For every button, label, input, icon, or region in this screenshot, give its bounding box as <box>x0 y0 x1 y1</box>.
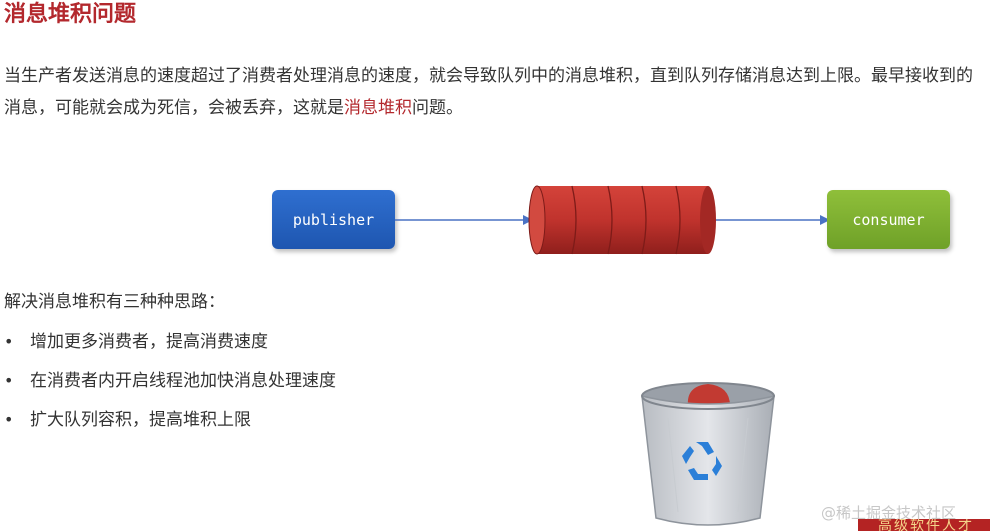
bullet-icon: • <box>4 410 14 429</box>
list-item-text: 在消费者内开启线程池加快消息处理速度 <box>30 371 336 391</box>
publisher-box: publisher <box>272 190 395 249</box>
bottom-banner: 高级软件人才 <box>858 519 990 531</box>
solutions-list: • 增加更多消费者，提高消费速度 • 在消费者内开启线程池加快消息处理速度 • 扩大队… <box>4 328 336 445</box>
page-title: 消息堆积问题 <box>4 2 137 27</box>
bottom-banner-text: 高级软件人才 <box>878 519 974 531</box>
arrow-queue-to-consumer <box>716 215 830 225</box>
watermark: @稀土掘金技术社区 <box>821 504 957 522</box>
intro-text-part2: 问题。 <box>412 98 463 118</box>
intro-text-part1: 当生产者发送消息的速度超过了消费者处理消息的速度，就会导致队列中的消息堆积，直到… <box>4 66 973 118</box>
list-item-text: 增加更多消费者，提高消费速度 <box>30 332 268 352</box>
list-item-text: 扩大队列容积，提高堆积上限 <box>30 410 251 430</box>
bullet-icon: • <box>4 371 14 390</box>
list-item: • 扩大队列容积，提高堆积上限 <box>4 406 336 445</box>
consumer-box: consumer <box>827 190 950 249</box>
bullet-icon: • <box>4 332 14 351</box>
list-item: • 增加更多消费者，提高消费速度 <box>4 328 336 367</box>
recycle-bin-icon <box>641 382 775 526</box>
solutions-heading: 解决消息堆积有三种种思路： <box>4 292 225 312</box>
intro-highlight: 消息堆积 <box>344 98 412 118</box>
list-item: • 在消费者内开启线程池加快消息处理速度 <box>4 367 336 406</box>
arrow-publisher-to-queue <box>395 215 533 225</box>
intro-paragraph: 当生产者发送消息的速度超过了消费者处理消息的速度，就会导致队列中的消息堆积，直到… <box>4 60 986 124</box>
queue-cylinder <box>528 185 716 255</box>
